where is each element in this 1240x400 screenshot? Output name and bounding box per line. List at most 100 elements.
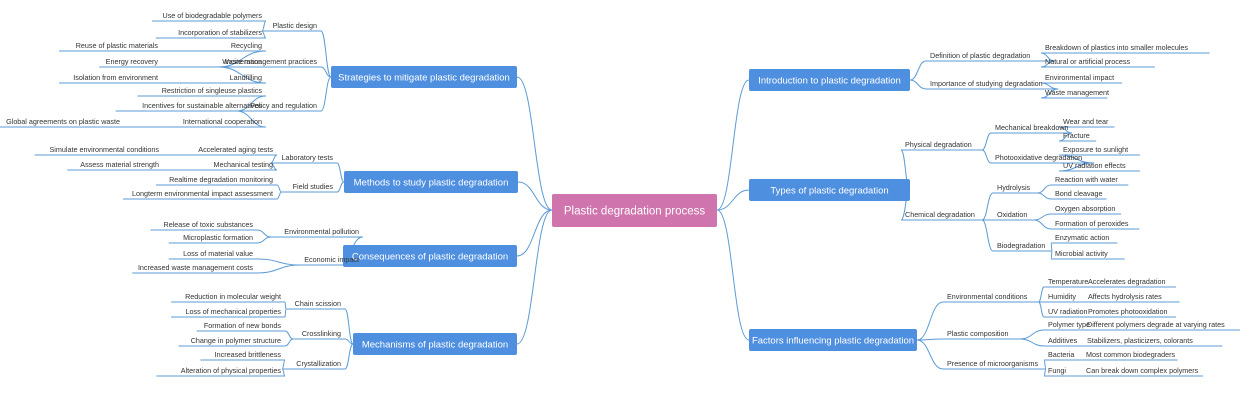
branch-types-of-plastic-degradation-box — [749, 179, 910, 201]
node-chemical-degradation: Chemical degradation — [905, 210, 975, 219]
node-simulate-environmental-conditions: Simulate environmental conditions — [50, 145, 160, 154]
branch-consequences-of-plastic-degradation-box — [343, 245, 517, 267]
link-realtime-degradation-monitoring — [276, 184, 282, 193]
branch-consequences-of-plastic-degradation[interactable]: Consequences of plastic degradation — [343, 245, 517, 267]
node-reduction-in-molecular-weight: Reduction in molecular weight — [185, 292, 281, 301]
branch-strategies-to-mitigate-plastic-degradation-box — [331, 66, 517, 88]
link-photooxidative-degradation — [981, 149, 992, 164]
node-exposure-to-sunlight: Exposure to sunlight — [1063, 145, 1128, 154]
node-reaction-with-water: Reaction with water — [1055, 175, 1118, 184]
branch-consequences-of-plastic-degradation-label: Consequences of plastic degradation — [352, 252, 508, 263]
node-stabilizers-plasticizers-colorants: Stabilizers, plasticizers, colorants — [1087, 336, 1193, 345]
node-plastic-composition: Plastic composition — [947, 329, 1009, 338]
node-uv-radiation-effects: UV radiation effects — [1063, 161, 1126, 170]
link-landfilling — [218, 66, 267, 84]
branch-mechanisms-of-plastic-degradation-label: Mechanisms of plastic degradation — [362, 340, 508, 351]
link-waste-management-practices — [320, 66, 332, 78]
link-oxygen-absorption — [1033, 213, 1052, 221]
connector-lines — [0, 20, 1240, 377]
node-assess-material-strength: Assess material strength — [80, 160, 159, 169]
branch-mechanisms-of-plastic-degradation[interactable]: Mechanisms of plastic degradation — [353, 333, 517, 355]
node-loss-of-material-value: Loss of material value — [183, 249, 253, 258]
link-plastic-design — [320, 30, 332, 78]
node-policy-and-regulation: Policy and regulation — [250, 101, 317, 110]
branch-consequences-of-plastic-degradation-link — [516, 209, 553, 257]
link-loss-of-material-value — [256, 258, 301, 266]
link-increased-brittleness — [281, 359, 286, 370]
link-international-cooperation — [236, 110, 267, 128]
node-presence-of-microorganisms: Presence of microorganisms — [947, 359, 1038, 368]
node-energy-recovery: Energy recovery — [106, 57, 159, 66]
link-temperature — [1038, 286, 1045, 303]
node-wear-and-tear: Wear and tear — [1063, 117, 1109, 126]
link-biodegradation — [981, 219, 994, 252]
node-landfilling: Landfilling — [230, 73, 262, 82]
node-photooxidative-degradation: Photooxidative degradation — [995, 153, 1082, 162]
node-incentives-for-sustainable-alternatives: Incentives for sustainable alternatives — [142, 101, 262, 110]
node-physical-degradation: Physical degradation — [905, 140, 972, 149]
node-field-studies: Field studies — [293, 182, 334, 191]
link-increased-waste-management-costs — [256, 264, 301, 274]
link-enzymatic-action — [1050, 242, 1053, 252]
branch-introduction-to-plastic-degradation[interactable]: Introduction to plastic degradation — [749, 69, 910, 91]
branch-mechanisms-of-plastic-degradation-box — [353, 333, 517, 355]
link-incorporation-of-stabilizers — [261, 30, 267, 39]
branch-types-of-plastic-degradation-link — [716, 189, 750, 211]
node-environmental-pollution: Environmental pollution — [284, 227, 359, 236]
node-recycling: Recycling — [231, 41, 262, 50]
node-accelerates-degradation: Accelerates degradation — [1088, 277, 1166, 286]
node-mechanical-testing: Mechanical testing — [213, 160, 273, 169]
node-microplastic-formation: Microplastic formation — [183, 233, 253, 242]
link-presence-of-microorganisms — [916, 339, 944, 370]
node-longterm-environmental-impact-assessment: Longterm environmental impact assessment — [132, 189, 273, 198]
link-release-of-toxic-substances — [256, 229, 272, 238]
node-microbial-activity: Microbial activity — [1055, 249, 1108, 258]
link-crosslinking — [344, 338, 354, 345]
link-additives — [1020, 338, 1045, 347]
node-laboratory-tests: Laboratory tests — [281, 153, 333, 162]
node-global-agreements-on-plastic-waste: Global agreements on plastic waste — [6, 117, 120, 126]
node-different-polymers-degrade-at-varying-rates: Different polymers degrade at varying ra… — [1087, 320, 1225, 329]
branch-types-of-plastic-degradation[interactable]: Types of plastic degradation — [749, 179, 910, 201]
node-most-common-biodegraders: Most common biodegraders — [1086, 350, 1175, 359]
link-uv-radiation-effects — [1058, 162, 1094, 172]
node-waste-management: Waste management — [1045, 88, 1109, 97]
link-mechanical-testing — [270, 162, 278, 171]
node-increased-brittleness: Increased brittleness — [215, 350, 282, 359]
node-chain-scission: Chain scission — [295, 299, 341, 308]
branch-strategies-to-mitigate-plastic-degradation-label: Strategies to mitigate plastic degradati… — [338, 73, 510, 84]
node-incorporation-of-stabilizers: Incorporation of stabilizers — [178, 28, 262, 37]
branch-strategies-to-mitigate-plastic-degradation-link — [516, 76, 553, 211]
branch-mechanisms-of-plastic-degradation-link — [516, 209, 553, 345]
link-bacteria — [1043, 359, 1047, 370]
node-environmental-impact: Environmental impact — [1045, 73, 1114, 82]
node-formation-of-peroxides: Formation of peroxides — [1055, 219, 1129, 228]
link-microbial-activity — [1050, 250, 1053, 260]
central-topic[interactable]: Plastic degradation process — [552, 194, 717, 227]
link-microplastic-formation — [256, 236, 272, 244]
branch-factors-influencing-plastic-degradation-label: Factors influencing plastic degradation — [752, 336, 914, 347]
nodes: Plastic degradation process Introduction … — [6, 11, 1225, 375]
branch-strategies-to-mitigate-plastic-degradation[interactable]: Strategies to mitigate plastic degradati… — [331, 66, 517, 88]
branch-factors-influencing-plastic-degradation[interactable]: Factors influencing plastic degradation — [749, 329, 917, 351]
node-oxidation: Oxidation — [997, 210, 1027, 219]
node-waste-management-practices: Waste management practices — [222, 57, 317, 66]
link-environmental-conditions — [916, 301, 944, 341]
node-use-of-biodegradable-polymers: Use of biodegradable polymers — [163, 11, 263, 20]
branch-introduction-to-plastic-degradation-label: Introduction to plastic degradation — [758, 76, 901, 87]
branch-factors-influencing-plastic-degradation-link — [716, 209, 750, 341]
node-temperature: Temperature — [1048, 277, 1088, 286]
link-policy-and-regulation — [320, 76, 332, 112]
branch-types-of-plastic-degradation-label: Types of plastic degradation — [770, 186, 888, 197]
node-promotes-photooxidation: Promotes photooxidation — [1088, 307, 1168, 316]
branch-methods-to-study-plastic-degradation[interactable]: Methods to study plastic degradation — [344, 171, 518, 193]
node-enzymatic-action: Enzymatic action — [1055, 233, 1109, 242]
node-economic-impact: Economic impact — [304, 255, 359, 264]
node-importance-of-studying-degradation: Importance of studying degradation — [930, 79, 1043, 88]
node-international-cooperation: International cooperation — [183, 117, 262, 126]
node-increased-waste-management-costs: Increased waste management costs — [138, 263, 253, 272]
node-can-break-down-complex-polymers: Can break down complex polymers — [1086, 366, 1199, 375]
node-polymer-type: Polymer type — [1048, 320, 1090, 329]
node-crosslinking: Crosslinking — [302, 329, 341, 338]
